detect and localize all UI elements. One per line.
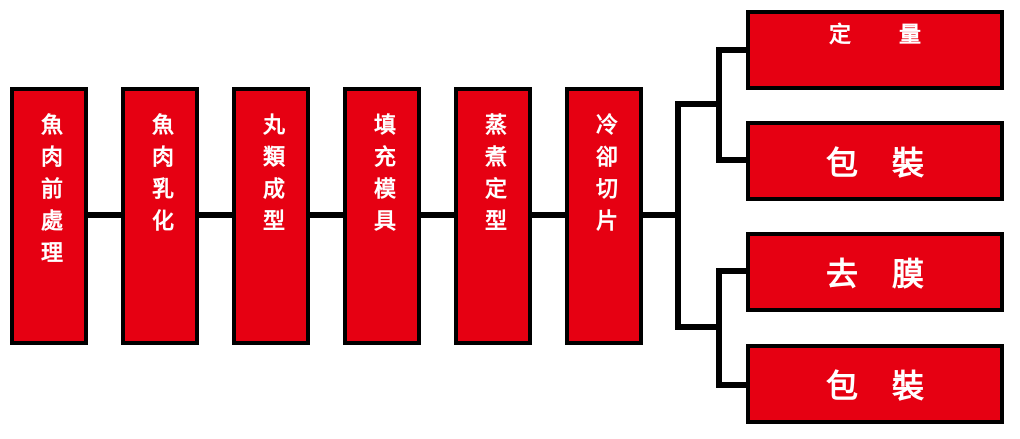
step-label: 蒸煮定型 — [481, 113, 506, 241]
branch-label: 定量 — [828, 23, 969, 48]
step-cooling-slicing: 冷卻切片 — [565, 87, 643, 345]
branch-to-box-2 — [716, 157, 750, 163]
step-steam-setting: 蒸煮定型 — [454, 87, 532, 345]
branch-lower-vertical — [716, 268, 722, 388]
branch-step-packaging-1: 包裝 — [746, 121, 1004, 201]
branch-step-weighing: 定量 — [746, 10, 1004, 90]
branch-label: 去膜 — [825, 255, 958, 293]
branch-lower — [675, 324, 719, 330]
branch-step-film-removal: 去膜 — [746, 232, 1004, 312]
step-fish-emulsification: 魚肉乳化 — [121, 87, 199, 345]
branch-trunk — [675, 101, 681, 330]
branch-label: 包裝 — [825, 144, 958, 182]
connector-to-branch — [643, 212, 677, 218]
branch-to-box-3 — [716, 268, 750, 274]
connector-4-5 — [421, 212, 456, 218]
step-label: 填充模具 — [370, 113, 395, 241]
branch-upper-vertical — [716, 47, 722, 163]
branch-to-box-4 — [716, 382, 750, 388]
step-mold-filling: 填充模具 — [343, 87, 421, 345]
branch-upper — [675, 101, 719, 107]
connector-2-3 — [199, 212, 234, 218]
branch-step-packaging-2: 包裝 — [746, 344, 1004, 424]
connector-1-2 — [88, 212, 123, 218]
step-label: 冷卻切片 — [592, 113, 617, 241]
step-label: 魚肉乳化 — [148, 113, 173, 241]
connector-5-6 — [532, 212, 567, 218]
step-fish-pretreatment: 魚肉前處理 — [10, 87, 88, 345]
step-label: 丸類成型 — [259, 113, 284, 241]
branch-to-box-1 — [716, 47, 750, 53]
step-label: 魚肉前處理 — [37, 113, 62, 273]
branch-label: 包裝 — [825, 367, 958, 405]
connector-3-4 — [310, 212, 345, 218]
step-ball-forming: 丸類成型 — [232, 87, 310, 345]
